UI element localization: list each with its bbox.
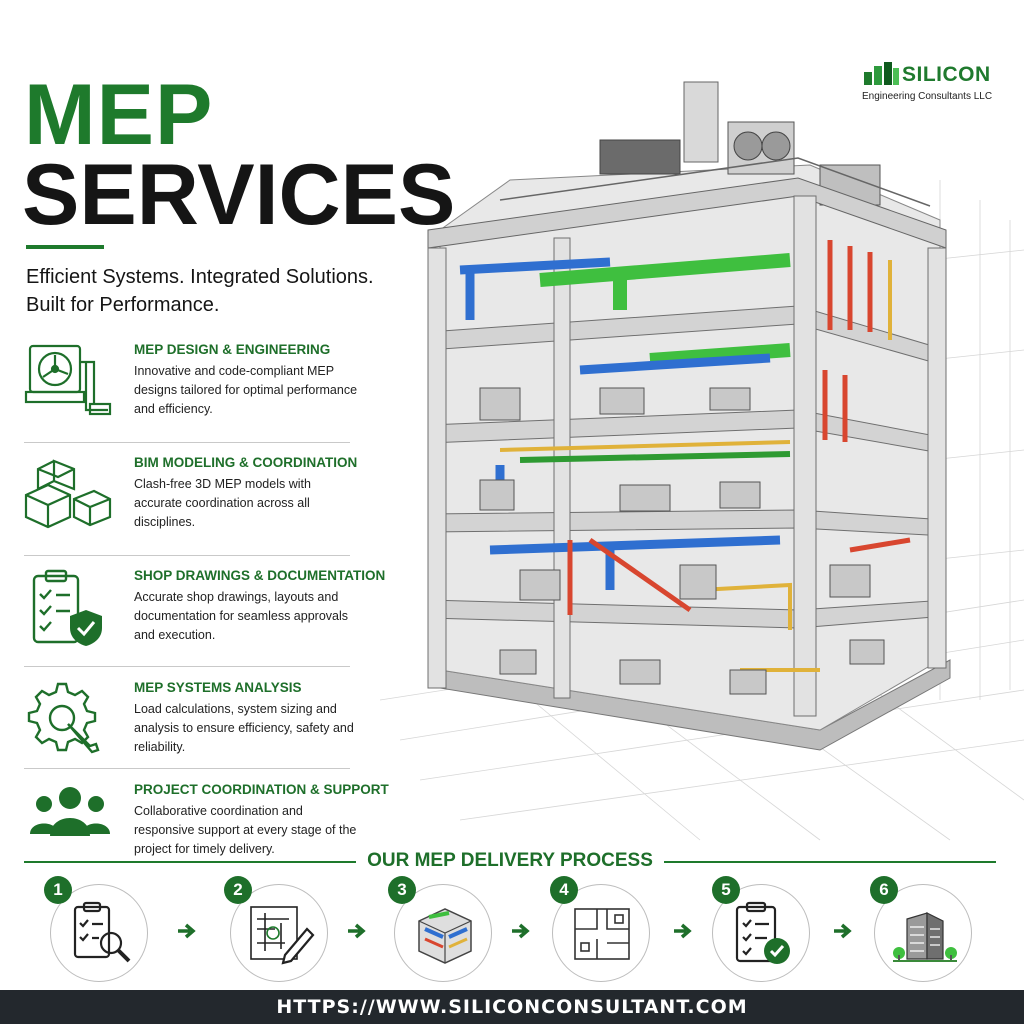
service-title: MEP SYSTEMS ANALYSIS — [134, 680, 302, 695]
title-underline — [26, 245, 104, 249]
logo-subtitle: Engineering Consultants LLC — [862, 91, 993, 102]
clipboard-shield-icon — [32, 569, 102, 646]
service-item-analysis: MEP SYSTEMS ANALYSIS Load calculations, … — [24, 680, 354, 786]
service-description: Accurate shop drawings, layouts and docu… — [134, 590, 349, 642]
footer-bar: HTTPS://WWW.SILICONCONSULTANT.COM — [0, 990, 1024, 1024]
service-description: Clash-free 3D MEP models with accurate c… — [134, 477, 311, 529]
step-number: 6 — [870, 876, 898, 904]
service-divider — [24, 666, 350, 667]
process-line-left — [24, 861, 356, 863]
step-number: 1 — [44, 876, 72, 904]
service-divider — [24, 442, 350, 443]
service-item-design: MEP DESIGN & ENGINEERING Innovative and … — [24, 342, 357, 448]
step-number: 3 — [388, 876, 416, 904]
process-line-right — [664, 861, 996, 863]
3d-model-icon — [418, 908, 472, 964]
service-title: BIM MODELING & COORDINATION — [134, 455, 358, 470]
bim-cubes-icon — [24, 459, 112, 529]
company-logo: SILICON Engineering Consultants LLC — [862, 58, 1012, 104]
hero-tagline: Efficient Systems. Integrated Solutions.… — [26, 266, 374, 316]
arrow-right-icon — [178, 923, 196, 939]
service-item-shop-drawings: SHOP DRAWINGS & DOCUMENTATION Accurate s… — [24, 568, 385, 674]
service-divider — [24, 768, 350, 769]
process-title: OUR MEP DELIVERY PROCESS — [367, 850, 653, 871]
hero-title-line1: MEP — [24, 67, 214, 163]
step-number: 2 — [224, 876, 252, 904]
floor-plan-icon — [574, 908, 630, 960]
gear-wrench-icon — [27, 682, 100, 754]
service-title: PROJECT COORDINATION & SUPPORT — [134, 782, 389, 797]
service-description: Innovative and code-compliant MEP design… — [134, 364, 358, 416]
service-divider — [24, 555, 350, 556]
website-url-link[interactable]: HTTPS://WWW.SILICONCONSULTANT.COM — [276, 996, 748, 1018]
arrow-right-icon — [674, 923, 692, 939]
step-number: 5 — [712, 876, 740, 904]
service-title: SHOP DRAWINGS & DOCUMENTATION — [134, 568, 386, 583]
service-item-bim: BIM MODELING & COORDINATION Clash-free 3… — [24, 455, 358, 561]
mep-building-illustration — [427, 81, 951, 751]
team-icon — [30, 787, 110, 836]
completed-building-icon — [893, 912, 957, 962]
service-description: Collaborative coordination and responsiv… — [134, 804, 357, 856]
arrow-right-icon — [512, 923, 530, 939]
approval-checklist-icon — [735, 901, 790, 964]
arrow-right-icon — [834, 923, 852, 939]
service-item-coordination: PROJECT COORDINATION & SUPPORT Collabora… — [24, 782, 389, 888]
arrow-right-icon — [348, 923, 366, 939]
hero-title-line2: SERVICES — [22, 147, 456, 243]
drawing-pencil-icon — [250, 906, 315, 965]
step-number: 4 — [550, 876, 578, 904]
clipboard-search-icon — [73, 901, 131, 963]
service-title: MEP DESIGN & ENGINEERING — [134, 342, 331, 357]
hvac-fan-icon — [24, 344, 112, 416]
logo-name: SILICON — [902, 63, 991, 86]
logo-mark-icon — [864, 62, 899, 85]
service-description: Load calculations, system sizing and ana… — [134, 702, 354, 754]
